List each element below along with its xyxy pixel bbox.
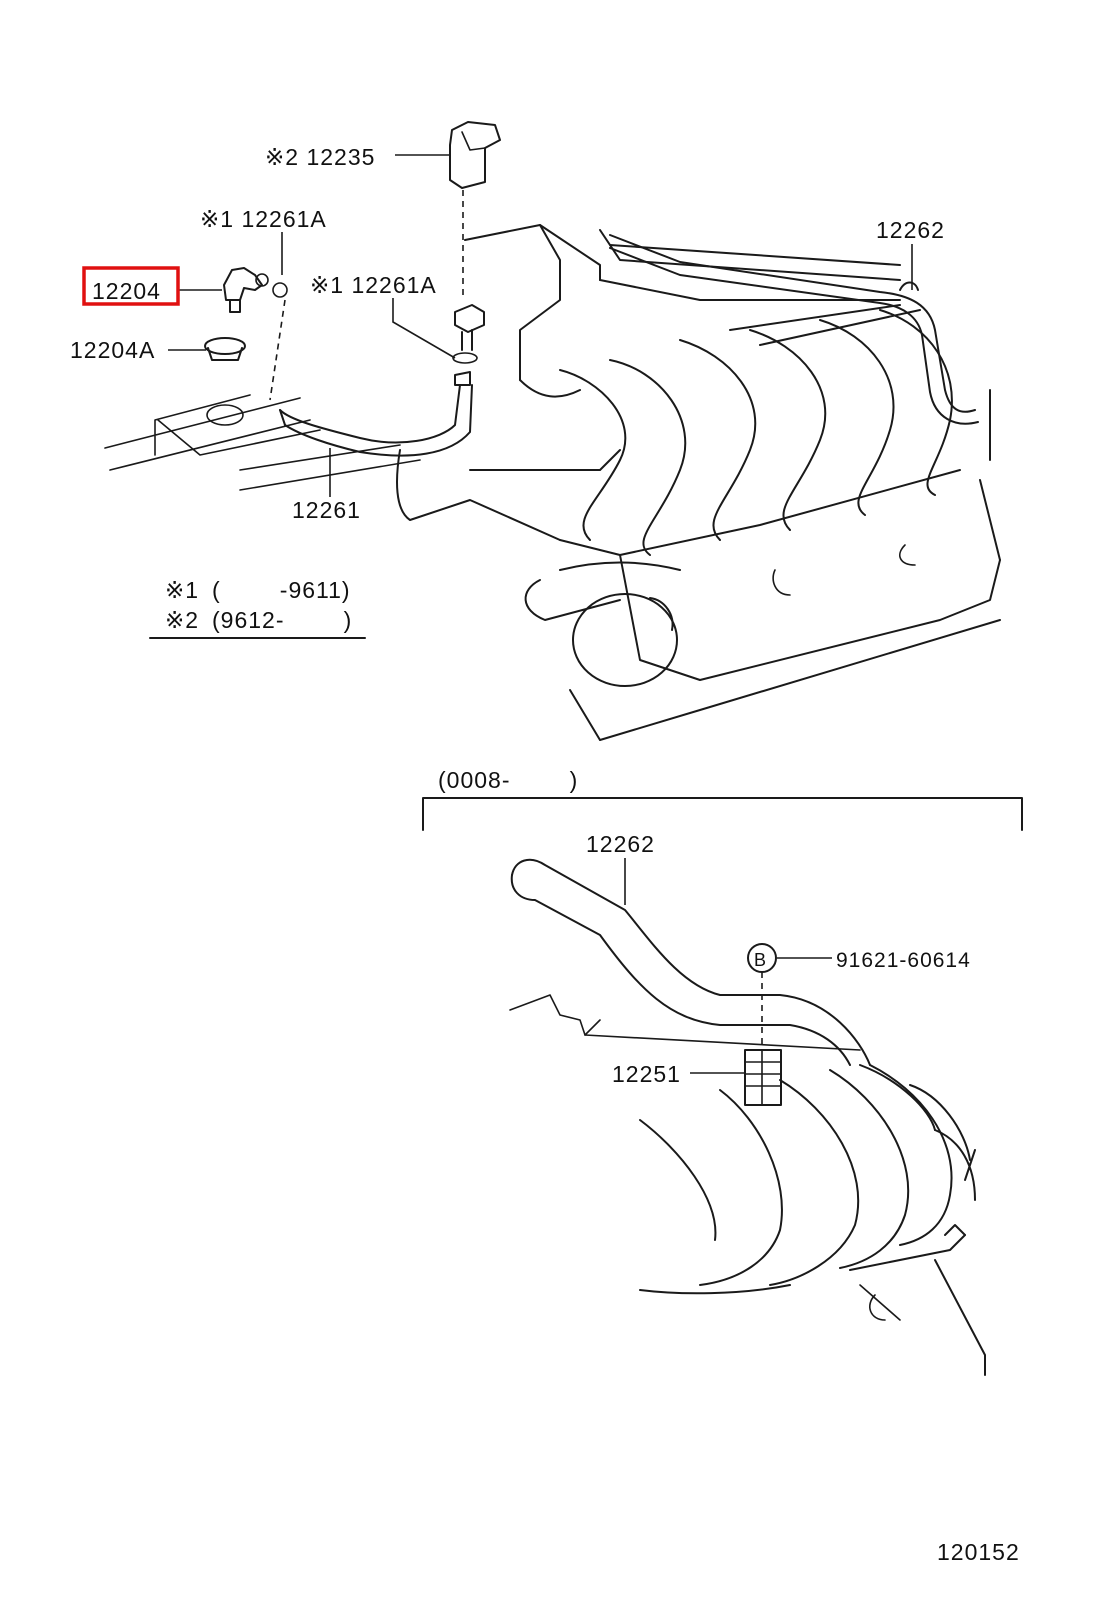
- callout-12251: 12251: [612, 1061, 681, 1087]
- bolt-marker-label: B: [754, 950, 767, 970]
- part-12251-clamp-icon: [744, 1049, 782, 1106]
- callout-12262-bottom: 12262: [586, 831, 655, 857]
- callout-12261A-mid: ※1 12261A: [310, 272, 437, 298]
- callout-12261A-top: ※1 12261A: [200, 206, 327, 232]
- callout-12262-top: 12262: [876, 217, 945, 243]
- note2-mark: ※2: [165, 607, 199, 633]
- bolt-marker-circle: [747, 943, 777, 973]
- part-12235-icon: [449, 121, 501, 189]
- note1-mark: ※1: [165, 577, 199, 603]
- diagram-id: 120152: [937, 1539, 1020, 1565]
- leader-12261A-mid: [392, 298, 456, 359]
- part-12204A-grommet-icon: [204, 337, 246, 361]
- inset-range: (0008- ): [438, 767, 578, 793]
- callout-12204[interactable]: 12204: [92, 278, 161, 304]
- part-12261-hose-icon: [279, 384, 473, 457]
- highlight-12204-box: [82, 266, 180, 306]
- callout-91621: 91621-60614: [836, 949, 971, 972]
- part-12204-pcv-valve-icon: [223, 267, 288, 313]
- note2-range: (9612- ): [212, 607, 352, 633]
- leader-12204-dash: [269, 299, 286, 401]
- callout-12235: ※2 12235: [265, 144, 375, 170]
- lower-engine-drawing: [509, 858, 986, 1376]
- legend-notes: ※1 ( -9611) ※2 (9612- ): [149, 577, 366, 639]
- part-12261A-nipple-icon: [452, 304, 485, 386]
- upper-engine-drawing: [104, 224, 1001, 741]
- inset-bracket: [422, 797, 1023, 831]
- note1-range: ( -9611): [212, 577, 351, 603]
- callout-12204A: 12204A: [70, 337, 155, 363]
- callout-12261: 12261: [292, 497, 361, 523]
